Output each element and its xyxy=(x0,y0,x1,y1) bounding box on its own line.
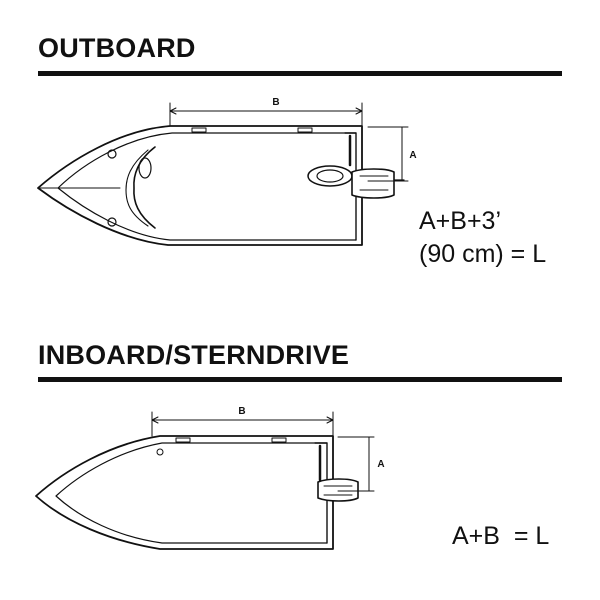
inboard-formula: A+B = L xyxy=(452,522,550,550)
inboard-boat-drawing xyxy=(35,435,359,550)
outboard-formula-line2: (90 cm) = L xyxy=(419,240,547,268)
inboard-title-rule xyxy=(38,377,562,382)
inboard-dimension-a xyxy=(337,436,375,492)
outboard-title-rule xyxy=(38,71,562,76)
outboard-boat-drawing xyxy=(37,125,405,246)
inboard-dim-a-label: A xyxy=(377,459,384,470)
outboard-dimension-b xyxy=(169,102,363,127)
outboard-title: OUTBOARD xyxy=(38,33,196,63)
outboard-formula-line1: A+B+3’ xyxy=(419,207,502,235)
outboard-dimension-a xyxy=(367,126,409,182)
inboard-title: INBOARD/STERNDRIVE xyxy=(38,340,350,370)
inboard-dimension-b xyxy=(151,411,334,437)
inboard-dim-b-label: B xyxy=(238,406,245,417)
outboard-dim-b-label: B xyxy=(272,97,279,108)
outboard-dim-a-label: A xyxy=(409,150,416,161)
